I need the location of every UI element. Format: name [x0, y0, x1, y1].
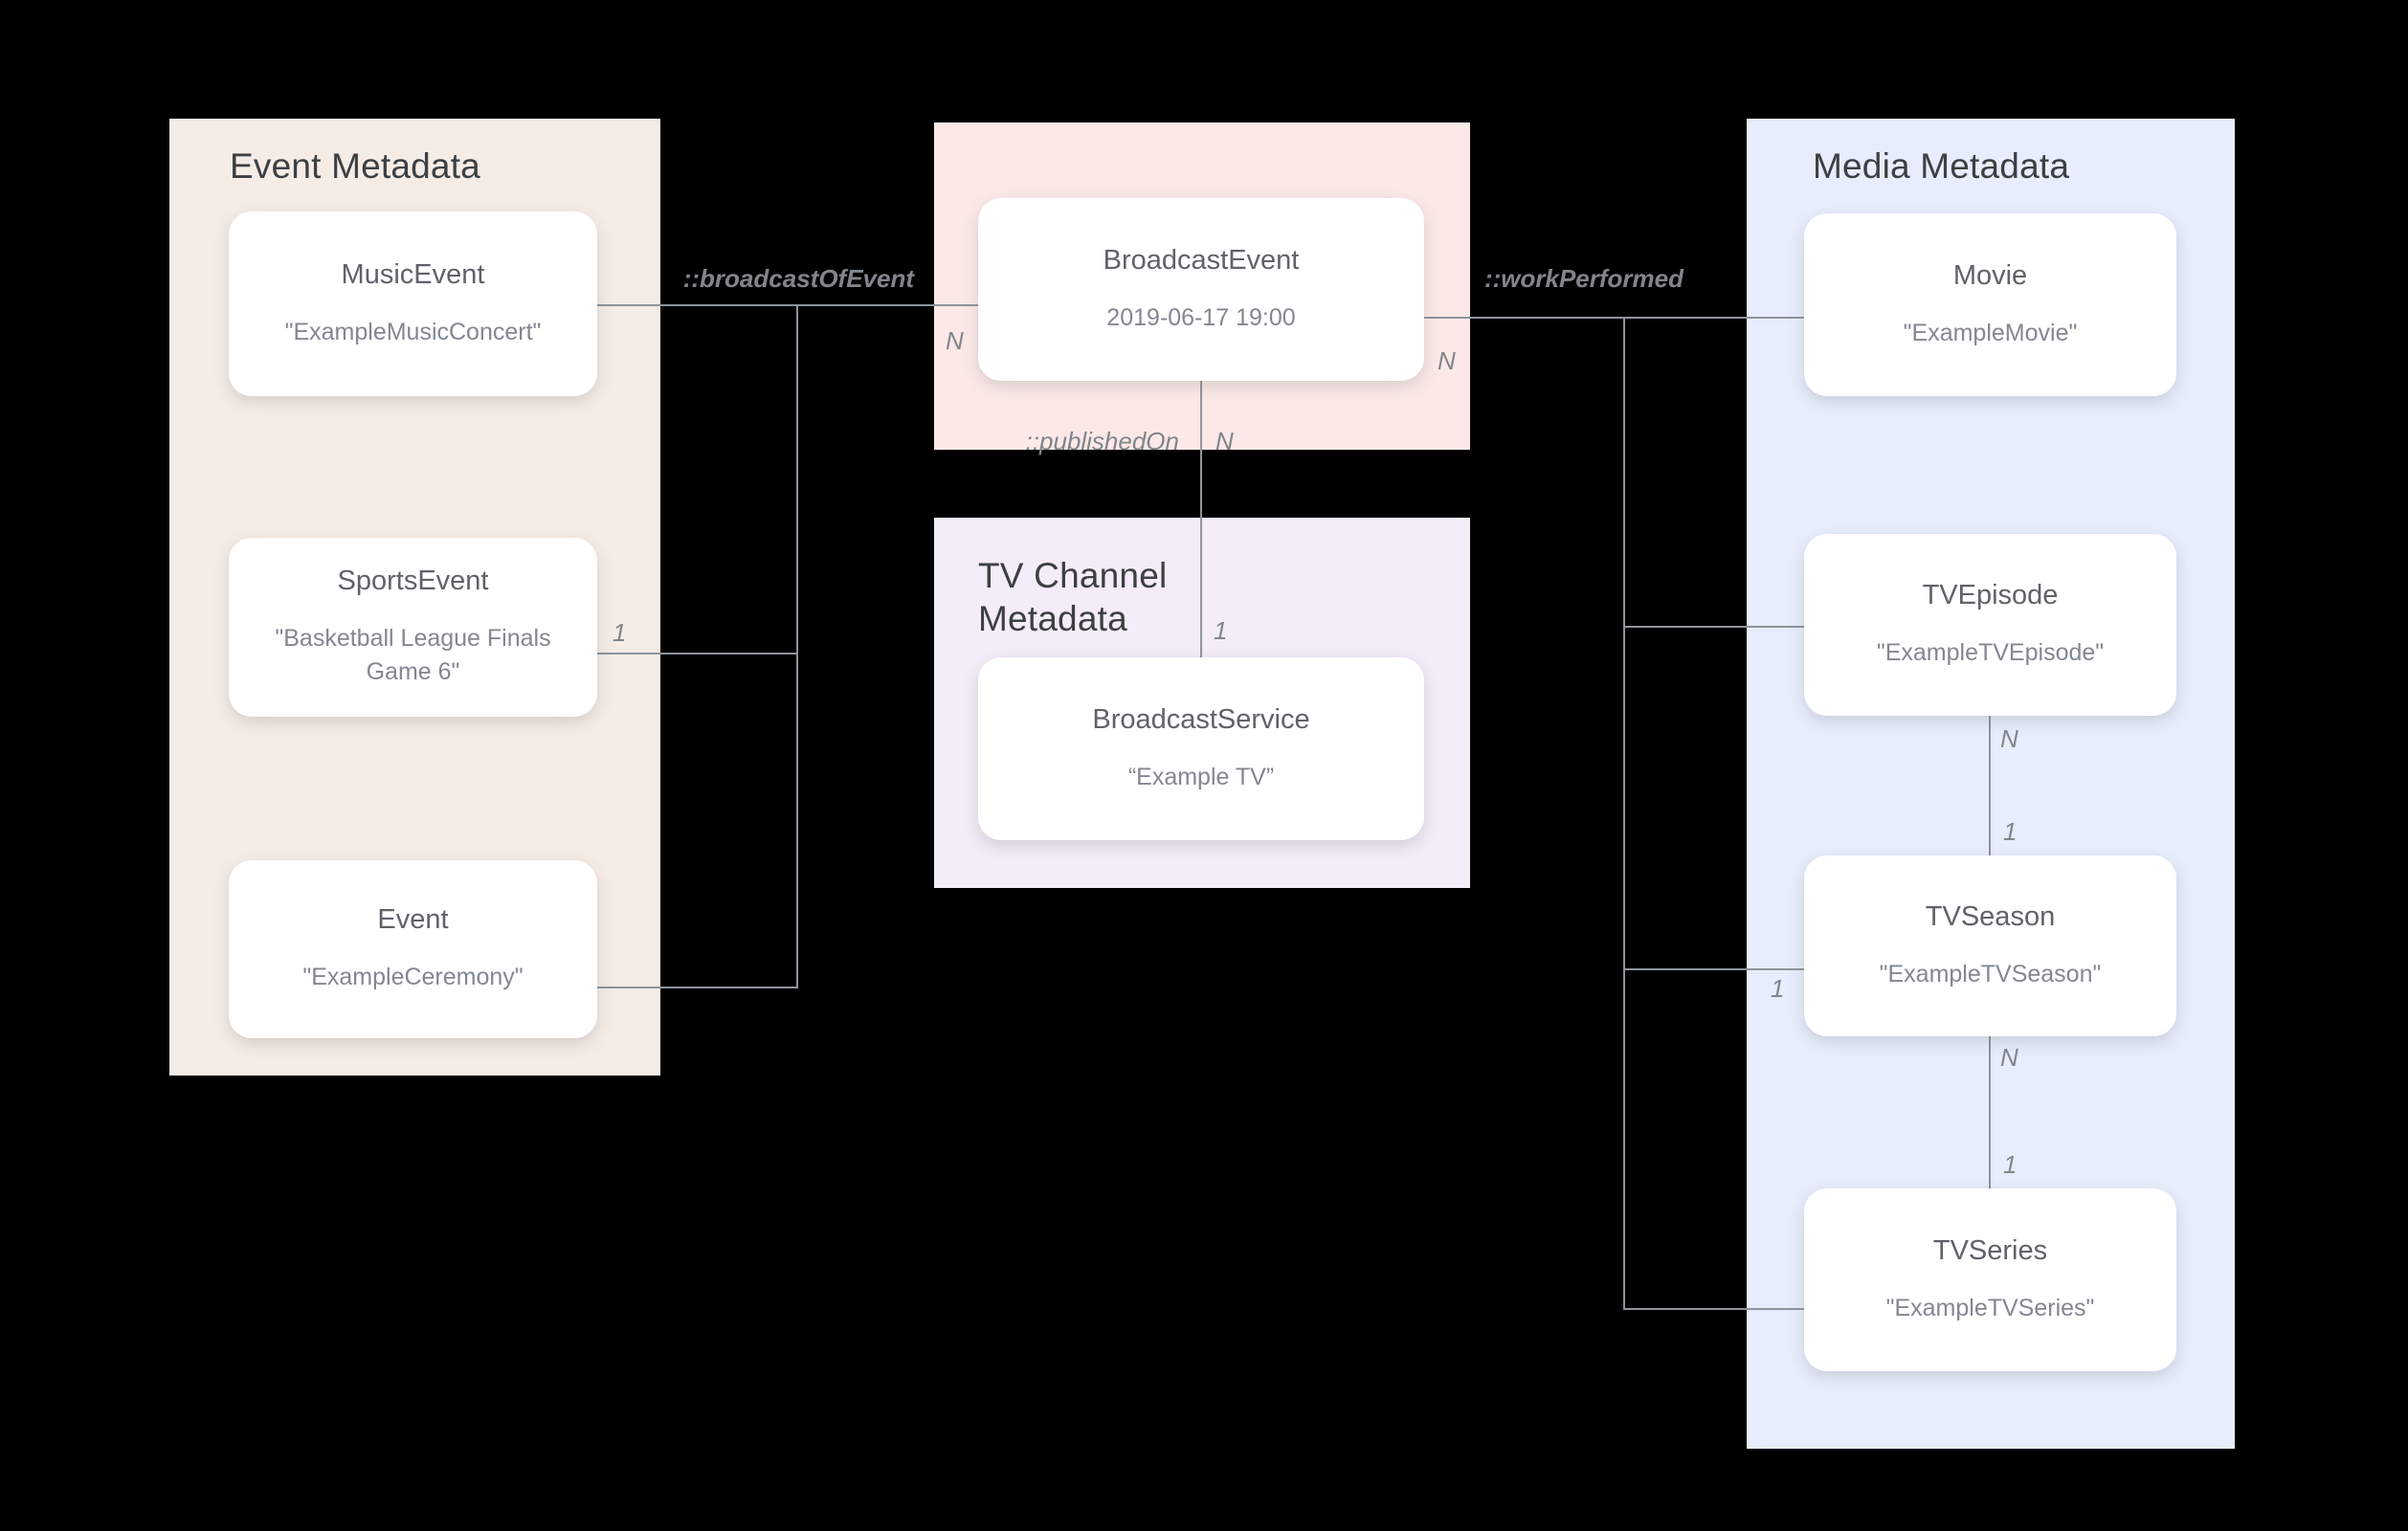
node-event: Event "ExampleCeremony"	[229, 860, 597, 1038]
node-movie: Movie "ExampleMovie"	[1804, 213, 2176, 396]
relation-label-broadcast-of-event: ::broadcastOfEvent	[682, 264, 914, 293]
cardinality-1: 1	[613, 618, 627, 647]
relation-label-published-on: ::publishedOn	[1025, 427, 1179, 455]
node-value: “Example TV”	[1127, 763, 1275, 790]
line-left-trunk	[796, 304, 798, 988]
node-title: TVSeries	[1932, 1234, 2048, 1266]
node-music-event: MusicEvent "ExampleMusicConcert"	[229, 211, 597, 396]
cardinality-n: N	[2000, 1043, 2018, 1072]
node-title: TVEpisode	[1922, 580, 2059, 610]
node-value: "ExampleTVEpisode"	[1876, 639, 2105, 666]
line-broadcastevent-broadcastservice	[1200, 381, 1202, 658]
event-metadata-panel-title: Event Metadata	[230, 146, 480, 186]
line-tvseason-branch	[1625, 968, 1805, 970]
cardinality-n: N	[1438, 346, 1456, 375]
node-title: TVSeason	[1925, 900, 2056, 932]
node-title: Event	[377, 904, 449, 935]
node-broadcast-event: BroadcastEvent 2019-06-17 19:00	[978, 198, 1424, 381]
line-tvseries-branch	[1625, 1308, 1805, 1310]
node-value: 2019-06-17 19:00	[1106, 303, 1296, 331]
line-tvseason-tvseries	[1989, 1036, 1991, 1189]
line-tvepisode-branch	[1625, 626, 1805, 628]
node-value: "ExampleMusicConcert"	[284, 318, 542, 345]
node-sports-event: SportsEvent "Basketball League Finals Ga…	[229, 538, 597, 717]
line-event-branch	[597, 987, 798, 988]
node-broadcast-service: BroadcastService “Example TV”	[978, 657, 1424, 840]
cardinality-1: 1	[2003, 817, 2018, 846]
tv-channel-metadata-panel-title: TV Channel Metadata	[978, 556, 1168, 638]
line-right-trunk	[1623, 317, 1625, 1310]
node-value: "Basketball League Finals Game 6"	[275, 625, 551, 685]
line-sportsevent-branch	[597, 653, 798, 655]
line-broadcastevent-movie	[1424, 317, 1805, 319]
node-title: MusicEvent	[341, 258, 485, 290]
line-tvepisode-tvseason	[1989, 716, 1991, 856]
node-value: "ExampleTVSeason"	[1879, 960, 2102, 987]
node-tv-series: TVSeries "ExampleTVSeries"	[1804, 1188, 2176, 1371]
cardinality-1: 1	[2003, 1150, 2018, 1179]
node-value: "ExampleMovie"	[1903, 319, 2078, 346]
node-tv-episode: TVEpisode "ExampleTVEpisode"	[1804, 534, 2176, 716]
cardinality-n: N	[2000, 724, 2018, 753]
node-title: BroadcastEvent	[1103, 244, 1300, 276]
line-musicevent-broadcastevent	[597, 304, 980, 306]
cardinality-n: N	[946, 326, 964, 355]
node-title: SportsEvent	[337, 566, 489, 596]
cardinality-1: 1	[1214, 616, 1228, 645]
node-title: BroadcastService	[1092, 703, 1310, 735]
node-title: Movie	[1952, 259, 2028, 291]
relation-label-work-performed: ::workPerformed	[1483, 264, 1684, 293]
node-value: "ExampleTVSeries"	[1885, 1294, 2095, 1321]
node-value: "ExampleCeremony"	[302, 964, 524, 990]
node-tv-season: TVSeason "ExampleTVSeason"	[1804, 855, 2176, 1036]
media-metadata-panel-title: Media Metadata	[1813, 146, 2070, 186]
cardinality-1: 1	[1771, 974, 1785, 1003]
cardinality-n: N	[1215, 427, 1234, 455]
